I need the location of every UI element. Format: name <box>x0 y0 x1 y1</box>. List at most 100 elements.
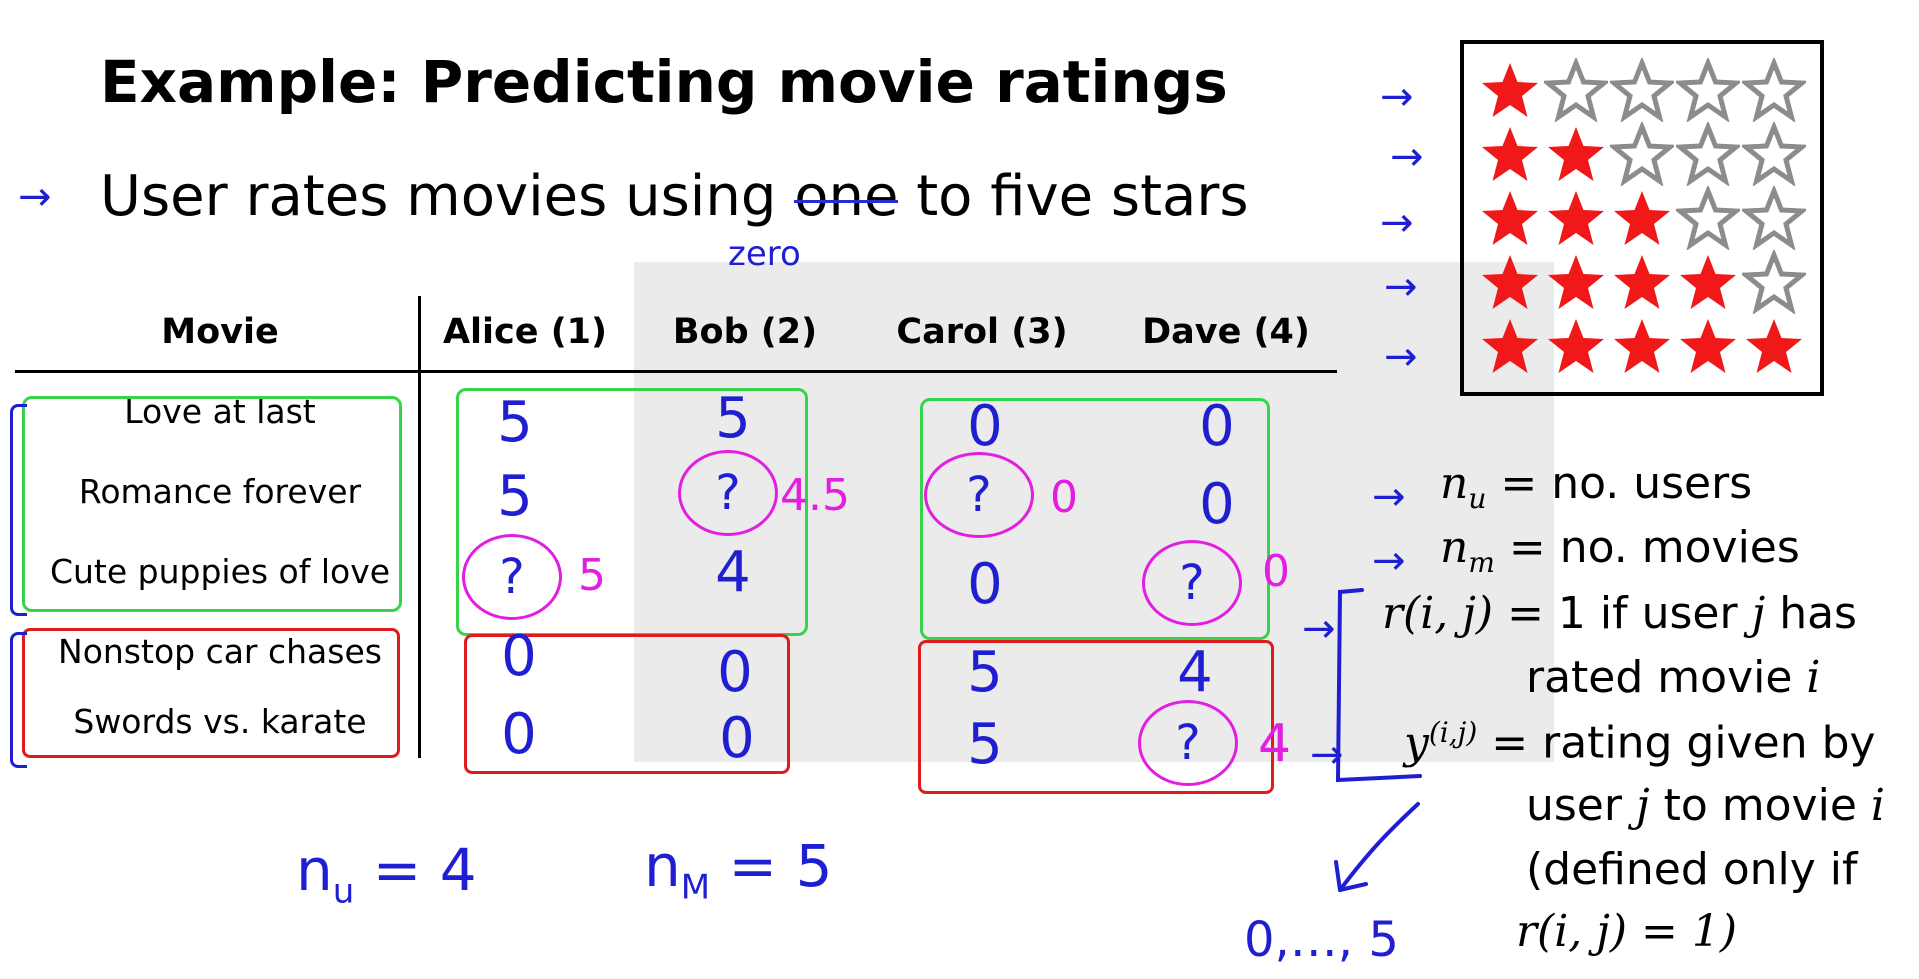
rating-carol-love: 0 <box>967 394 1003 459</box>
empty-star-icon <box>1742 250 1806 314</box>
n-movies-note: nM = 5 <box>644 832 832 908</box>
rating-carol-swords: 5 <box>967 712 1003 777</box>
rating-alice-swords: 0 <box>501 702 537 767</box>
star-row-1 <box>1478 58 1820 122</box>
def-nu-symbol: n <box>1440 458 1469 509</box>
prediction-dave-puppies: 0 <box>1262 546 1290 597</box>
def-y-line3: (defined only if <box>1526 844 1858 895</box>
def-r-text-2: has <box>1765 588 1857 639</box>
def-arrow-r: → <box>1302 606 1336 652</box>
def-arrow-nm: → <box>1372 538 1406 584</box>
def-r-i: i <box>1806 652 1821 703</box>
filled-star-icon <box>1614 255 1670 309</box>
filled-star-icon <box>1548 319 1604 373</box>
def-nm-text: = no. movies <box>1508 522 1800 573</box>
def-num-movies: nm = no. movies <box>1440 522 1800 579</box>
action-ratings-box-cd <box>918 640 1274 794</box>
filled-star-icon <box>1680 319 1736 373</box>
def-y-text-3: to movie <box>1649 780 1871 831</box>
rating-bob-swords: 0 <box>719 706 755 771</box>
rating-bob-love: 5 <box>715 386 751 451</box>
subtitle-before: User rates movies using <box>100 164 795 229</box>
slide-title: Example: Predicting movie ratings <box>100 48 1228 116</box>
action-bracket <box>10 632 27 768</box>
filled-star-icon <box>1746 319 1802 373</box>
def-arrow-nu: → <box>1372 474 1406 520</box>
missing-dave-swords: ? <box>1138 700 1238 786</box>
filled-star-icon <box>1614 191 1670 245</box>
star-row-arrow-3: → <box>1380 200 1414 246</box>
header-alice: Alice (1) <box>442 312 608 352</box>
n-users-note-sub: u <box>332 871 355 912</box>
filled-star-icon <box>1482 319 1538 373</box>
prediction-alice-puppies: 5 <box>578 550 606 601</box>
header-divider <box>15 370 1337 373</box>
n-movies-note-n: n <box>644 832 681 900</box>
filled-star-icon <box>1482 63 1538 117</box>
missing-alice-puppies: ? <box>462 534 562 620</box>
star-row-5 <box>1478 314 1820 378</box>
empty-star-icon <box>1610 58 1674 122</box>
def-r-line1: r(i, j) = 1 if user j has <box>1382 588 1857 639</box>
header-bob: Bob (2) <box>672 312 818 352</box>
filled-star-icon <box>1548 127 1604 181</box>
n-users-note-value: = 4 <box>372 836 477 904</box>
filled-star-icon <box>1680 255 1736 309</box>
definition-bracket <box>1334 588 1422 892</box>
def-y-text-1: = rating given by <box>1491 717 1876 769</box>
missing-bob-romance: ? <box>678 450 778 536</box>
def-nu-sub: u <box>1468 481 1487 515</box>
subtitle-struck-word: one <box>794 164 899 229</box>
movie-romance-forever: Romance forever <box>78 472 362 511</box>
romance-bracket <box>10 404 27 616</box>
empty-star-icon <box>1676 186 1740 250</box>
rating-alice-love: 5 <box>497 390 533 455</box>
def-nm-sub: m <box>1468 545 1495 579</box>
star-row-arrow-2: → <box>1390 134 1424 180</box>
def-y-i: i <box>1870 780 1885 831</box>
def-r-text-3: rated movie <box>1526 652 1807 703</box>
header-movie: Movie <box>161 312 279 352</box>
correction-note: zero <box>728 234 801 274</box>
n-movies-note-sub: M <box>680 867 711 908</box>
movie-cute-puppies: Cute puppies of love <box>49 552 391 591</box>
filled-star-icon <box>1482 255 1538 309</box>
star-row-3 <box>1478 186 1820 250</box>
header-dave: Dave (4) <box>1142 312 1310 352</box>
missing-dave-puppies: ? <box>1142 540 1242 626</box>
filled-star-icon <box>1482 127 1538 181</box>
filled-star-icon <box>1548 255 1604 309</box>
missing-carol-romance: ? <box>924 452 1034 538</box>
star-rating-scale <box>1460 40 1824 396</box>
n-users-note: nu = 4 <box>296 836 477 912</box>
header-carol: Carol (3) <box>896 312 1068 352</box>
star-row-4 <box>1478 250 1820 314</box>
def-arrow-y: → <box>1310 732 1344 778</box>
bullet-arrow: → <box>18 174 52 220</box>
rating-alice-car: 0 <box>501 624 537 689</box>
empty-star-icon <box>1742 186 1806 250</box>
rating-dave-car: 4 <box>1177 640 1213 705</box>
empty-star-icon <box>1742 58 1806 122</box>
def-num-users: nu = no. users <box>1440 458 1752 515</box>
prediction-bob-romance: 4.5 <box>780 470 850 521</box>
def-y-line1: y(i,j) = rating given by <box>1404 716 1876 769</box>
rating-range-note: 0,…, 5 <box>1244 912 1399 968</box>
filled-star-icon <box>1482 191 1538 245</box>
n-users-note-n: n <box>296 836 333 904</box>
def-y-text-2: user <box>1526 780 1636 831</box>
empty-star-icon <box>1742 122 1806 186</box>
subtitle: User rates movies using one to five star… <box>100 164 1249 229</box>
star-row-2 <box>1478 122 1820 186</box>
def-nu-text: = no. users <box>1500 458 1753 509</box>
star-row-arrow-5: → <box>1384 334 1418 380</box>
romance-ratings-box-cd <box>920 398 1270 640</box>
subtitle-after: to five stars <box>898 164 1249 229</box>
movie-swords-vs-karate: Swords vs. karate <box>73 702 367 741</box>
rating-carol-puppies: 0 <box>967 552 1003 617</box>
def-y-sup: (i,j) <box>1428 716 1478 749</box>
def-y-line4: r(i, j) = 1) <box>1516 906 1738 957</box>
action-movies-box <box>22 628 400 758</box>
empty-star-icon <box>1544 58 1608 122</box>
filled-star-icon <box>1548 191 1604 245</box>
